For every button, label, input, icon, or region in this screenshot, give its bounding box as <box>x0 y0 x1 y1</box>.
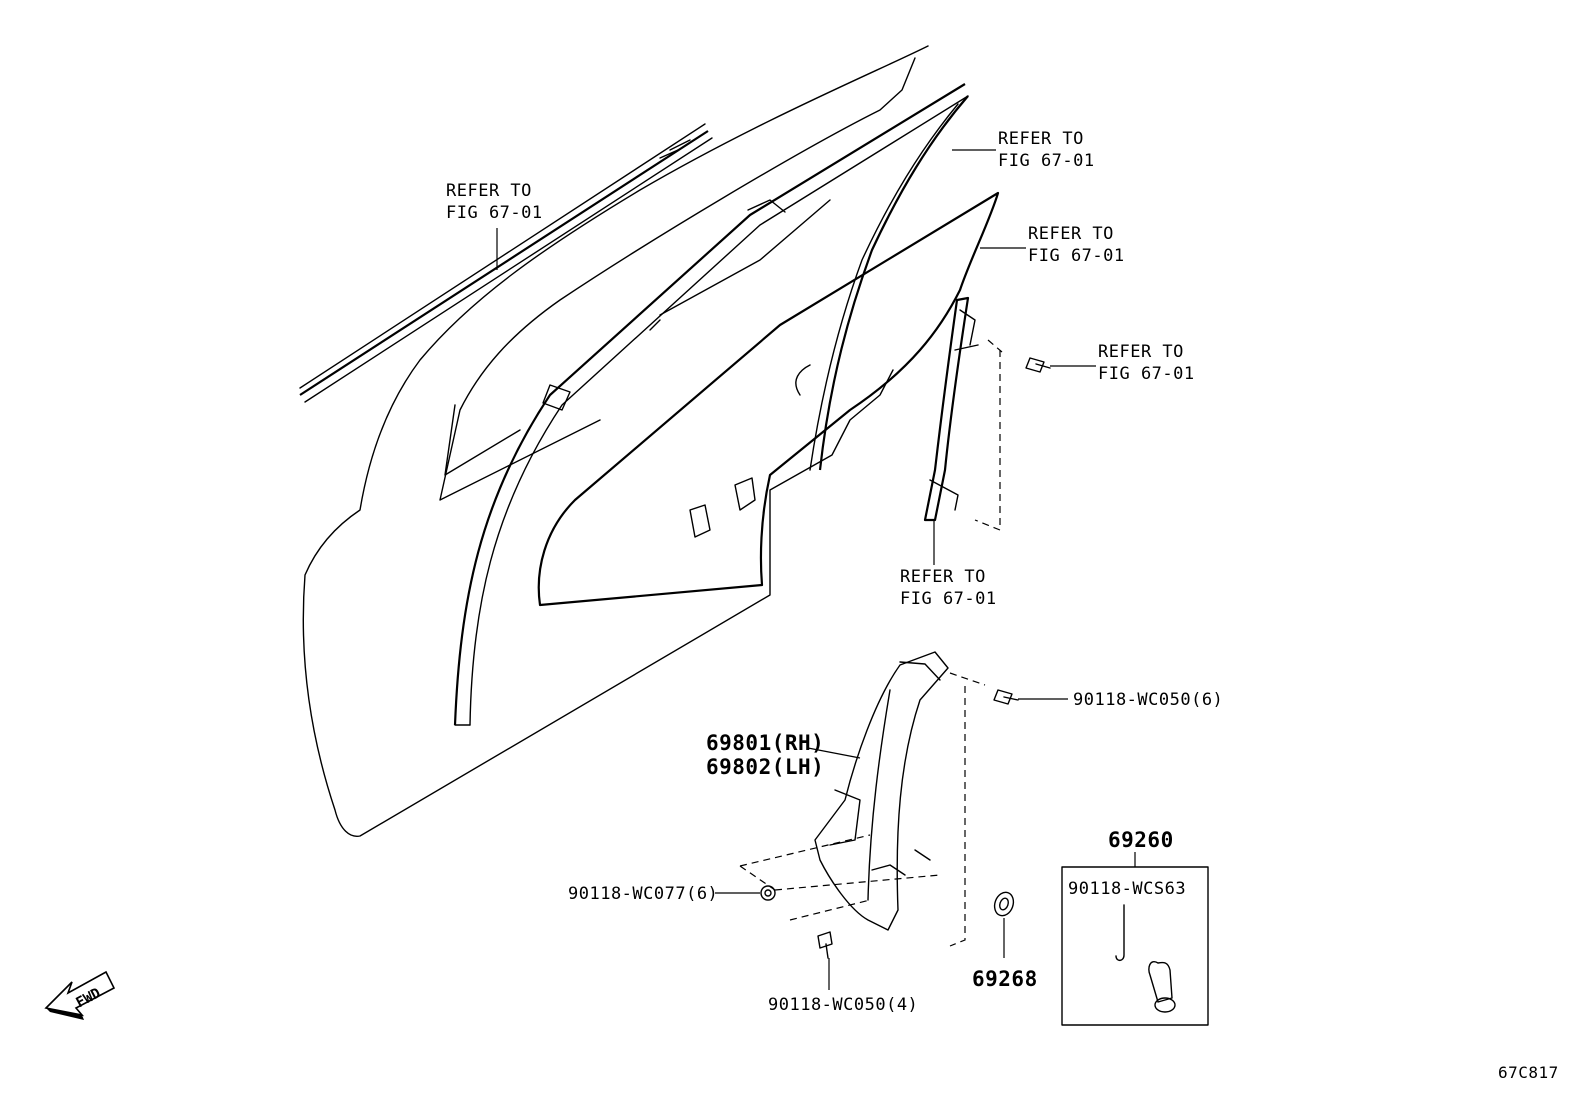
ref-belt-moulding-line1[interactable]: REFER TO <box>446 181 532 201</box>
nut <box>760 885 776 901</box>
ref-glass-line1[interactable]: REFER TO <box>1028 224 1114 244</box>
door-panel <box>302 45 929 837</box>
nut-part-number[interactable]: 90118-WC077(6) <box>568 884 718 904</box>
regulator-rh-part-number[interactable]: 69801(RH) <box>706 731 824 755</box>
run-channel <box>453 83 969 726</box>
figure-code: 67C817 <box>1498 1063 1559 1082</box>
rear-channel-bolt <box>1025 357 1051 373</box>
door-inner-opening <box>444 199 831 476</box>
regulator-lh-part-number[interactable]: 69802(LH) <box>706 755 824 779</box>
ref-rear-channel-line2[interactable]: FIG 67-01 <box>900 589 997 609</box>
ref-belt-moulding-line2[interactable]: FIG 67-01 <box>446 203 543 223</box>
assembly-line-nut <box>739 834 941 891</box>
assembly-line-rear <box>974 339 1003 531</box>
handle-clip-part-number[interactable]: 90118-WCS63 <box>1068 879 1186 899</box>
window-regulator <box>814 651 949 931</box>
ref-run-channel-line2[interactable]: FIG 67-01 <box>998 151 1095 171</box>
bolt-top <box>993 689 1019 705</box>
assembly-line-top <box>949 672 986 686</box>
assembly-line-bottom <box>789 899 871 921</box>
door-glass <box>537 191 1000 607</box>
grommet <box>993 891 1015 917</box>
ref-glass-line2[interactable]: FIG 67-01 <box>1028 246 1125 266</box>
ref-bolt-line2[interactable]: FIG 67-01 <box>1098 364 1195 384</box>
bolt-bottom <box>817 931 833 959</box>
bolt-top-part-number[interactable]: 90118-WC050(6) <box>1073 690 1223 710</box>
ref-rear-channel-line1[interactable]: REFER TO <box>900 567 986 587</box>
fwd-arrow-icon: FWD <box>44 970 116 1020</box>
window-handle-icon <box>1148 961 1176 1013</box>
door-window-frame-inner <box>439 57 916 501</box>
belt-moulding <box>299 123 713 403</box>
ref-bolt-line1[interactable]: REFER TO <box>1098 342 1184 362</box>
grommet-part-number[interactable]: 69268 <box>972 967 1038 991</box>
assembly-line-vertical <box>949 686 966 947</box>
bolt-bottom-part-number[interactable]: 90118-WC050(4) <box>768 995 918 1015</box>
ref-run-channel-line1[interactable]: REFER TO <box>998 129 1084 149</box>
rear-lower-channel <box>923 296 979 522</box>
handle-clip <box>1115 904 1125 962</box>
handle-kit-part-number[interactable]: 69260 <box>1108 828 1174 852</box>
leader-regulator <box>807 747 861 759</box>
